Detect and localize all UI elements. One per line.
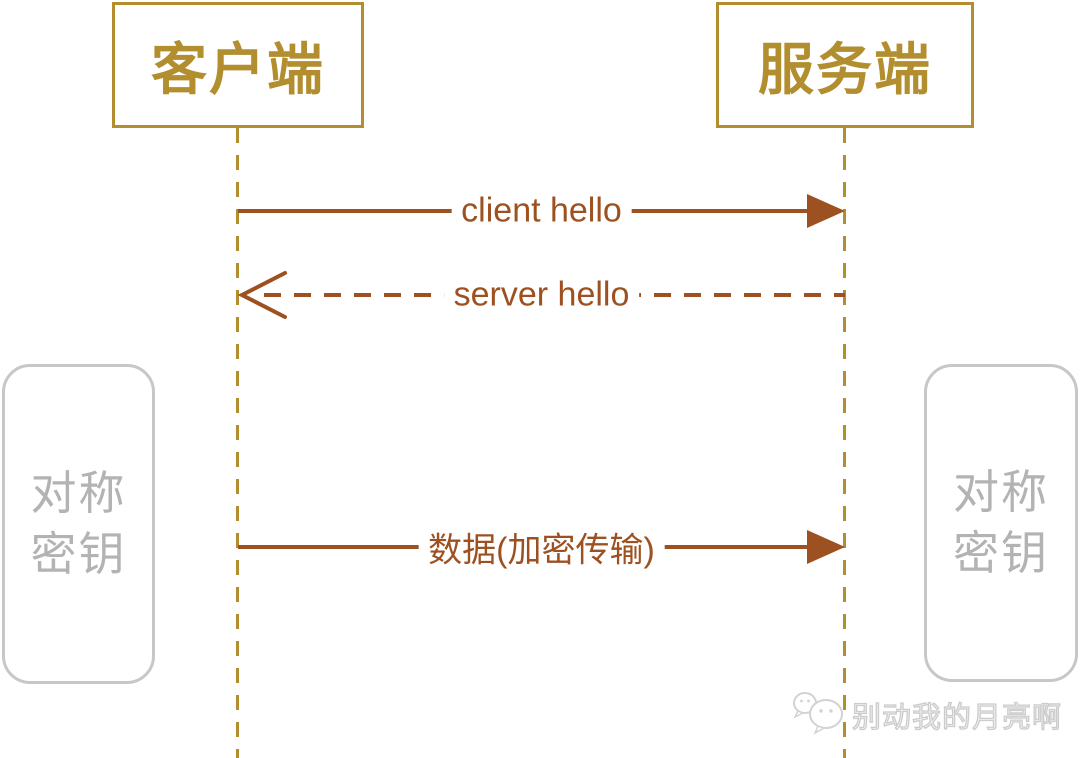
message-label-data: 数据(加密传输) xyxy=(418,522,665,572)
server-lifeline xyxy=(843,128,846,758)
message-client-hello: client hello xyxy=(238,191,845,231)
actor-label-client: 客户端 xyxy=(151,37,325,101)
watermark-text: 别动我的月亮啊 xyxy=(851,701,1063,734)
note-text-line2: 密钥 xyxy=(30,528,127,580)
message-label-server-hello: server hello xyxy=(443,275,640,315)
filled-arrowhead-icon xyxy=(807,530,845,564)
open-arrowhead-icon xyxy=(237,269,288,326)
actor-box-server: 服务端 xyxy=(716,2,974,128)
note-text-line1: 对称 xyxy=(953,466,1049,519)
actor-box-client: 客户端 xyxy=(112,2,364,128)
message-label-client-hello: client hello xyxy=(451,191,632,231)
message-data-encrypted: 数据(加密传输) xyxy=(238,522,845,572)
wechat-icon xyxy=(790,684,850,745)
actor-label-server: 服务端 xyxy=(758,37,932,101)
client-lifeline xyxy=(236,128,239,758)
note-text-line1: 对称 xyxy=(30,467,127,520)
note-symmetric-key-left: 对称 密钥 xyxy=(2,364,155,684)
filled-arrowhead-icon xyxy=(807,194,845,228)
watermark: 别动我的月亮啊 xyxy=(790,684,1062,745)
note-symmetric-key-right: 对称 密钥 xyxy=(924,364,1078,682)
note-text-line2: 密钥 xyxy=(953,527,1049,579)
message-server-hello: server hello xyxy=(237,271,845,319)
